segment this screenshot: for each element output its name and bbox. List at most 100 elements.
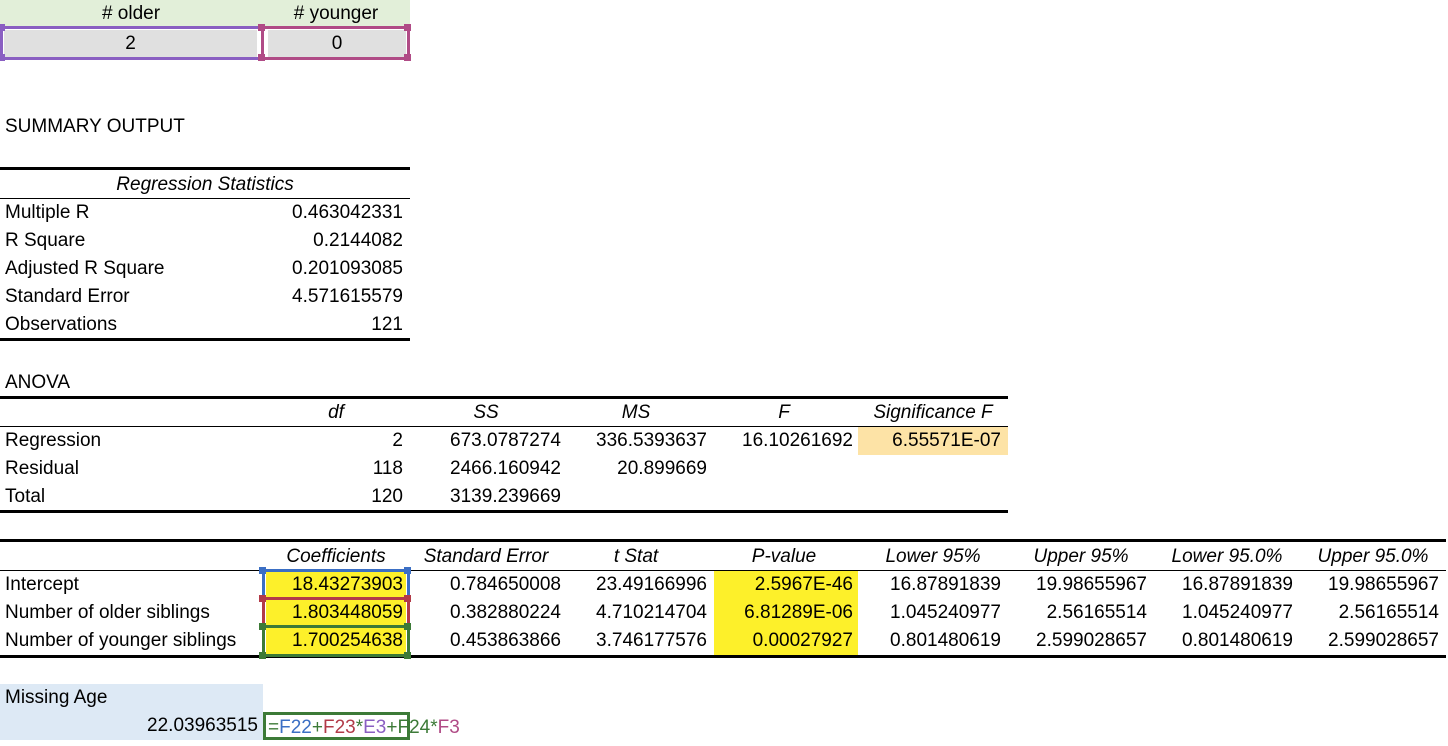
stat-label: Observations: [5, 314, 117, 335]
stat-value: 4.571615579: [292, 286, 403, 307]
ref-border-f22: [262, 569, 265, 599]
stat-value: 121: [371, 314, 403, 335]
anova-ms: 20.899669: [617, 458, 707, 479]
stat-value: 0.463042331: [292, 202, 403, 223]
table-rule: [0, 198, 410, 199]
ref-handle-e3[interactable]: [0, 54, 5, 61]
regression-statistics-header: Regression Statistics: [116, 174, 294, 195]
ref-border-f24: [407, 625, 410, 657]
coef-se: 0.382880224: [450, 602, 561, 623]
coef-value-f22[interactable]: 18.43273903: [266, 572, 406, 598]
coef-lower950: 1.045240977: [1182, 602, 1293, 623]
ref-border-e3-left: [0, 26, 3, 60]
coef-lower95: 1.045240977: [890, 602, 1001, 623]
coef-row-label: Number of younger siblings: [5, 630, 237, 651]
coef-upper950: 19.98655967: [1328, 574, 1439, 595]
ref-border-e3-top: [0, 26, 262, 29]
coef-header: P-value: [751, 546, 817, 567]
formula-operator: +: [386, 717, 398, 738]
table-rule: [0, 539, 1446, 542]
formula-operator: +: [311, 717, 323, 738]
table-rule: [0, 655, 1446, 658]
table-rule: [0, 570, 1446, 571]
ref-border-f3-right: [407, 26, 410, 60]
ref-handle-f24[interactable]: [259, 652, 266, 659]
ref-handle-f23[interactable]: [259, 595, 266, 602]
ref-border-f22: [262, 569, 410, 572]
coef-upper95: 2.599028657: [1036, 630, 1147, 651]
ref-border-f3-top: [262, 26, 410, 29]
anova-df: 2: [392, 430, 403, 451]
ref-handle-f24[interactable]: [259, 623, 266, 630]
coef-upper950: 2.56165514: [1338, 602, 1439, 623]
ref-border-f23: [262, 597, 410, 600]
formula-equals: =: [268, 717, 280, 738]
coef-upper95: 19.98655967: [1036, 574, 1147, 595]
ref-handle-f3[interactable]: [404, 24, 411, 31]
ref-handle-f3[interactable]: [258, 54, 265, 61]
anova-row-label: Regression: [5, 430, 102, 451]
anova-header-significance-f: Significance F: [873, 402, 993, 423]
anova-header-f: F: [778, 402, 790, 423]
anova-header-df: df: [328, 402, 344, 423]
coef-header: Upper 95.0%: [1317, 546, 1429, 567]
anova-significance-f-cell: 6.55571E-07: [858, 427, 1008, 455]
coef-header: Upper 95%: [1033, 546, 1129, 567]
coef-se: 0.453863866: [450, 630, 561, 651]
missing-age-label-cell: Missing Age: [0, 684, 263, 712]
older-input-cell[interactable]: 2: [4, 30, 257, 57]
coef-value-f24[interactable]: 1.700254638: [266, 628, 406, 654]
coef-lower95: 0.801480619: [890, 630, 1001, 651]
anova-title: ANOVA: [5, 372, 71, 393]
younger-input-cell[interactable]: 0: [268, 30, 406, 57]
formula-operator: *: [355, 717, 364, 738]
formula-editing-cell[interactable]: [263, 712, 410, 740]
anova-row-label: Residual: [5, 458, 79, 479]
stat-value: 0.201093085: [292, 258, 403, 279]
formula-ref-f23: F23: [322, 717, 356, 738]
coef-header: Coefficients: [286, 546, 386, 567]
anova-header-ms: MS: [621, 402, 651, 423]
summary-output-title: SUMMARY OUTPUT: [5, 116, 185, 137]
anova-ss: 2466.160942: [450, 458, 561, 479]
table-rule: [0, 338, 410, 341]
coef-tstat: 3.746177576: [596, 630, 707, 651]
ref-handle-f22[interactable]: [259, 567, 266, 574]
coef-lower950: 16.87891839: [1182, 574, 1293, 595]
table-rule: [0, 426, 1008, 427]
coef-tstat: 4.710214704: [596, 602, 707, 623]
stat-label: Multiple R: [5, 202, 90, 223]
formula-text[interactable]: =F22+F23*E3+F24*F3: [268, 714, 460, 742]
ref-border-f3-bottom: [262, 57, 410, 60]
stat-label: Standard Error: [5, 286, 130, 307]
ref-handle-f24[interactable]: [404, 652, 411, 659]
coef-lower95: 16.87891839: [890, 574, 1001, 595]
ref-handle-e3[interactable]: [0, 24, 5, 31]
table-rule: [0, 167, 410, 170]
ref-border-e3-bottom: [0, 57, 262, 60]
ref-border-f3-left: [261, 26, 264, 60]
formula-operator: *: [430, 717, 438, 738]
younger-header: # younger: [262, 0, 410, 27]
ref-border-f23: [407, 597, 410, 627]
coef-header: Standard Error: [423, 546, 549, 567]
formula-ref-e3: E3: [363, 717, 387, 738]
coef-header: t Stat: [613, 546, 659, 567]
coef-row-label: Number of older siblings: [5, 602, 210, 623]
ref-handle-f3[interactable]: [258, 24, 265, 31]
table-rule: [0, 510, 1008, 513]
anova-df: 120: [371, 486, 403, 507]
ref-handle-f24[interactable]: [404, 623, 411, 630]
anova-header-ss: SS: [473, 402, 499, 423]
coef-header: Lower 95%: [885, 546, 981, 567]
coef-value-f23[interactable]: 1.803448059: [266, 600, 406, 626]
stat-value: 0.2144082: [313, 230, 403, 251]
coef-pvalue: 0.00027927: [714, 627, 858, 655]
coef-row-label: Intercept: [5, 574, 79, 595]
coef-pvalue: 6.81289E-06: [714, 599, 858, 627]
ref-handle-f22[interactable]: [404, 567, 411, 574]
ref-handle-f3[interactable]: [404, 54, 411, 61]
coef-lower950: 0.801480619: [1182, 630, 1293, 651]
ref-handle-f23[interactable]: [404, 595, 411, 602]
anova-row-label: Total: [5, 486, 46, 507]
